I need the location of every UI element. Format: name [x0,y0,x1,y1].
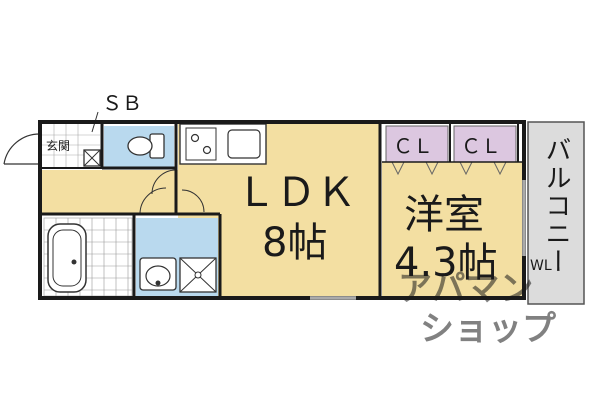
closet-right-label: ＣＬ [461,134,501,158]
ldk-name-label: ＬＤＫ [236,170,356,216]
western-room-floor [382,162,522,296]
bathtub-icon [47,223,87,293]
walls [38,120,526,300]
stove-icon [185,127,217,161]
ldk-size-label: 8帖 [262,220,327,266]
closet-left [385,125,449,163]
sb-label: ＳＢ [102,91,142,115]
western-room-size-label: 4.3帖 [394,240,498,286]
hallway-floor [42,170,178,214]
balcony-label: バルコニー [541,136,571,276]
wl-label: WL [530,258,552,274]
wash-basin-icon [139,257,177,291]
western-room-name-label: 洋室 [404,192,484,238]
sink-icon [227,129,261,159]
balcony-area [527,121,585,305]
genkan-label: 玄関 [46,138,70,153]
watermark-line1: アパマン [398,269,533,309]
kitchen-counter [179,123,267,165]
interior-doors [139,169,205,215]
watermark-line2: ショップ [420,309,556,349]
closet-door-marks [391,161,507,176]
closet-left-label: ＣＬ [393,134,433,158]
toilet-icon [127,133,165,159]
closet-right [453,125,517,163]
entrance-door [3,133,41,165]
shoe-box-icon [83,149,101,167]
washing-machine-pan-icon [179,257,217,293]
